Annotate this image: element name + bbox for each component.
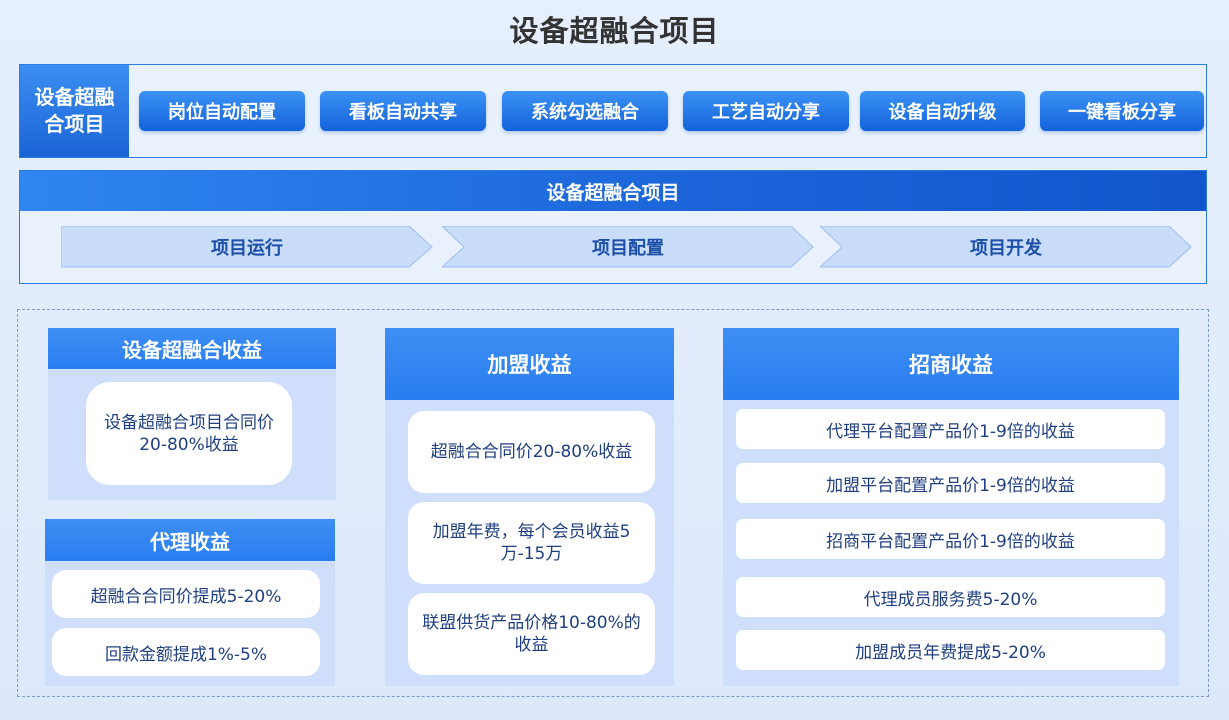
page-title: 设备超融合项目 (509, 14, 720, 48)
agent-revenue-item: 超融合合同价提成5-20% (52, 570, 320, 618)
process-header: 设备超融合项目 (20, 171, 1206, 211)
chevron-arrow-icon (442, 226, 814, 268)
investment-revenue-title: 招商收益 (723, 328, 1179, 400)
investment-revenue-item: 代理成员服务费5-20% (736, 577, 1165, 617)
feature-button-one-click-board-share[interactable]: 一键看板分享 (1040, 91, 1204, 131)
franchise-revenue-item: 超融合合同价20-80%收益 (408, 411, 655, 493)
feature-button-system-fusion[interactable]: 系统勾选融合 (502, 91, 668, 131)
feature-row-label: 设备超融合项目 (20, 65, 129, 157)
process-step-develop: 项目开发 (820, 226, 1192, 268)
feature-button-device-auto-upgrade[interactable]: 设备自动升级 (860, 91, 1025, 131)
agent-revenue-item: 回款金额提成1%-5% (52, 628, 320, 676)
feature-button-board-auto-share[interactable]: 看板自动共享 (320, 91, 486, 131)
process-panel: 设备超融合项目 项目运行 项目配置 项目开发 (19, 170, 1207, 284)
process-step-config: 项目配置 (442, 226, 814, 268)
chevron-arrow-icon (820, 226, 1192, 268)
feature-button-post-auto-config[interactable]: 岗位自动配置 (139, 91, 305, 131)
process-step-label: 项目开发 (970, 238, 1042, 259)
revenue-container (17, 309, 1209, 697)
investment-revenue-item: 加盟平台配置产品价1-9倍的收益 (736, 463, 1165, 503)
investment-revenue-item: 代理平台配置产品价1-9倍的收益 (736, 409, 1165, 449)
fusion-revenue-title: 设备超融合收益 (48, 328, 336, 369)
franchise-revenue-item: 联盟供货产品价格10-80%的收益 (408, 593, 655, 675)
agent-revenue-title: 代理收益 (45, 519, 335, 561)
franchise-revenue-title: 加盟收益 (385, 328, 674, 400)
feature-button-process-auto-share[interactable]: 工艺自动分享 (683, 91, 849, 131)
chevron-arrow-icon (61, 226, 433, 268)
feature-row: 设备超融合项目 岗位自动配置 看板自动共享 系统勾选融合 工艺自动分享 设备自动… (19, 64, 1207, 158)
franchise-revenue-item: 加盟年费，每个会员收益5万-15万 (408, 502, 655, 584)
investment-revenue-item: 招商平台配置产品价1-9倍的收益 (736, 519, 1165, 559)
process-step-label: 项目运行 (211, 238, 283, 259)
investment-revenue-item: 加盟成员年费提成5-20% (736, 630, 1165, 670)
fusion-revenue-item: 设备超融合项目合同价20-80%收益 (86, 382, 292, 485)
process-step-run: 项目运行 (61, 226, 433, 268)
process-step-label: 项目配置 (592, 238, 664, 259)
